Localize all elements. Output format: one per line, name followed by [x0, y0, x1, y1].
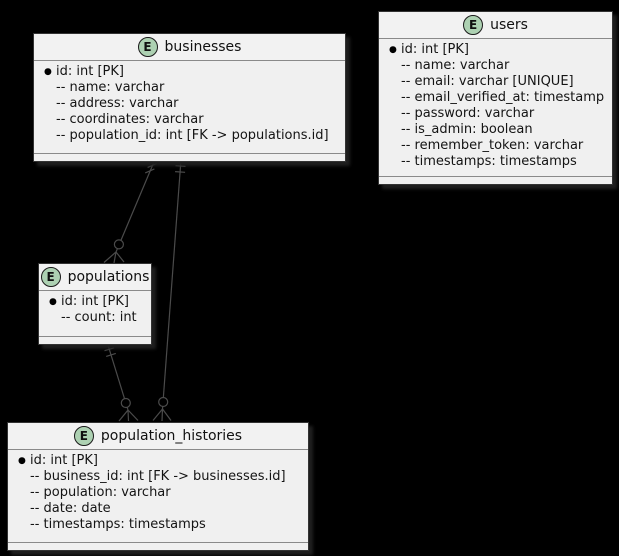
- attribute-text: -- timestamps: timestamps: [30, 517, 206, 532]
- cardinality-one-tick: [175, 165, 186, 167]
- attribute-row: -- count: int: [39, 310, 151, 326]
- cardinality-zero-circle: [120, 397, 131, 409]
- cardinality-one-tick: [147, 162, 158, 168]
- entity-spot-icon: E: [463, 15, 484, 35]
- entity-title: users: [490, 17, 528, 33]
- cardinality-zero-circle: [158, 396, 169, 408]
- attribute-row: -- timestamps: timestamps: [8, 517, 308, 533]
- entity-header: E businesses: [34, 34, 345, 61]
- entity-spot-icon: E: [73, 426, 94, 446]
- crow-foot-prong: [103, 251, 117, 263]
- attribute-row: -- address: varchar: [34, 96, 345, 112]
- attribute-text: id: int [PK]: [401, 42, 469, 57]
- pk-bullet-icon: ●: [18, 456, 26, 466]
- crow-foot-prong: [152, 408, 163, 421]
- entity-footer: [379, 176, 612, 184]
- attribute-text: -- name: varchar: [401, 58, 510, 73]
- entity-businesses: E businesses ● id: int [PK] -- name: varc…: [33, 33, 346, 162]
- cardinality-zero-circle: [113, 239, 125, 250]
- crow-foot-prong: [115, 251, 125, 263]
- entity-title: populations: [67, 269, 150, 285]
- edge-populations-population-histories: [104, 343, 139, 422]
- entity-header: E populations: [39, 264, 151, 291]
- entity-header: E users: [379, 12, 612, 39]
- pk-bullet-icon: ●: [389, 45, 397, 55]
- attribute-list: ● id: int [PK] -- count: int: [39, 291, 151, 336]
- cardinality-one-tick: [104, 347, 115, 352]
- entity-title: population_histories: [100, 428, 243, 444]
- entity-population-histories: E population_histories ● id: int [PK] -- …: [7, 422, 309, 551]
- crow-foot-prong: [118, 409, 129, 422]
- pk-bullet-icon: ●: [44, 67, 52, 77]
- attribute-text: id: int [PK]: [30, 453, 98, 468]
- cardinality-one-tick: [106, 352, 116, 357]
- pk-bullet-icon: ●: [49, 297, 57, 307]
- attribute-row-pk: ● id: int [PK]: [379, 42, 612, 58]
- crow-foot-prong: [161, 408, 164, 422]
- attribute-row: -- timestamps: timestamps: [379, 154, 612, 170]
- attribute-text: -- is_admin: boolean: [401, 122, 533, 137]
- attribute-row: -- email_verified_at: timestamp: [379, 90, 612, 106]
- edge-businesses-population-histories: [152, 159, 186, 422]
- attribute-text: -- population: varchar: [30, 485, 171, 500]
- crow-foot-prong: [113, 251, 117, 264]
- entity-header: E population_histories: [8, 423, 308, 450]
- attribute-row-pk: ● id: int [PK]: [34, 64, 345, 80]
- attribute-row: -- name: varchar: [379, 58, 612, 74]
- attribute-row: -- remember_token: varchar: [379, 138, 612, 154]
- attribute-list: ● id: int [PK] -- name: varchar -- email:…: [379, 39, 612, 176]
- attribute-text: id: int [PK]: [61, 294, 129, 309]
- attribute-text: -- count: int: [61, 310, 137, 325]
- entity-populations: E populations ● id: int [PK] -- count: in…: [38, 263, 152, 345]
- entity-users: E users ● id: int [PK] -- name: varchar -…: [378, 11, 613, 185]
- attribute-text: -- coordinates: varchar: [56, 112, 204, 127]
- entity-spot-icon: E: [40, 267, 61, 287]
- attribute-row: -- name: varchar: [34, 80, 345, 96]
- attribute-row-pk: ● id: int [PK]: [39, 294, 151, 310]
- entity-title: businesses: [164, 39, 242, 55]
- attribute-row: -- business_id: int [FK -> businesses.id…: [8, 469, 308, 485]
- entity-footer: [39, 336, 151, 344]
- attribute-text: -- email_verified_at: timestamp: [401, 90, 605, 105]
- attribute-text: -- email: varchar [UNIQUE]: [401, 74, 574, 89]
- attribute-row: -- password: varchar: [379, 106, 612, 122]
- attribute-row: -- population: varchar: [8, 485, 308, 501]
- attribute-text: -- date: date: [30, 501, 111, 516]
- attribute-text: -- business_id: int [FK -> businesses.id…: [30, 469, 286, 484]
- entity-footer: [8, 542, 308, 550]
- crow-foot-prong: [127, 409, 130, 422]
- attribute-row: -- is_admin: boolean: [379, 122, 612, 138]
- attribute-text: -- address: varchar: [56, 96, 179, 111]
- crow-foot-prong: [162, 408, 172, 421]
- attribute-text: -- timestamps: timestamps: [401, 154, 577, 169]
- edge-businesses-populations: [103, 159, 158, 264]
- crow-foot-prong: [127, 409, 139, 421]
- attribute-row: -- coordinates: varchar: [34, 112, 345, 128]
- attribute-text: -- name: varchar: [56, 80, 165, 95]
- entity-footer: [34, 153, 345, 161]
- attribute-list: ● id: int [PK] -- business_id: int [FK ->…: [8, 450, 308, 542]
- entity-spot-icon: E: [137, 37, 158, 57]
- attribute-text: -- remember_token: varchar: [401, 138, 584, 153]
- cardinality-one-tick: [144, 168, 155, 174]
- attribute-list: ● id: int [PK] -- name: varchar -- addres…: [34, 61, 345, 153]
- attribute-row: -- email: varchar [UNIQUE]: [379, 74, 612, 90]
- attribute-text: -- password: varchar: [401, 106, 535, 121]
- attribute-text: -- population_id: int [FK -> populations…: [56, 128, 329, 143]
- attribute-row: -- date: date: [8, 501, 308, 517]
- cardinality-one-tick: [175, 171, 186, 173]
- attribute-row: -- population_id: int [FK -> populations…: [34, 128, 345, 144]
- attribute-row-pk: ● id: int [PK]: [8, 453, 308, 469]
- attribute-text: id: int [PK]: [56, 64, 124, 79]
